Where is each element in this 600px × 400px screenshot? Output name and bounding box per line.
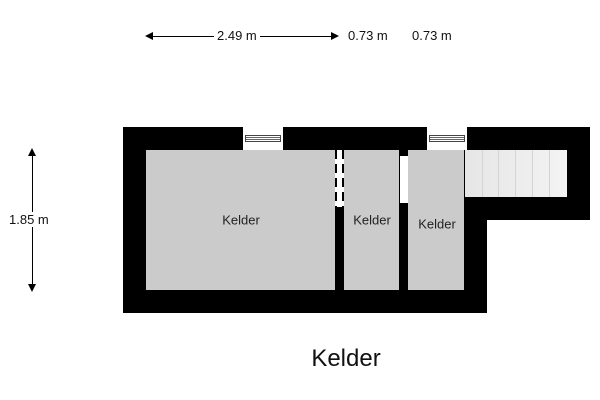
door-1 <box>335 150 344 207</box>
dimension-width-room3: 0.73 m <box>409 28 455 43</box>
room-kelder-2 <box>344 150 399 290</box>
dimension-width-room2: 0.73 m <box>345 28 391 43</box>
arrow-left-icon <box>145 32 153 40</box>
arrow-right-icon <box>331 32 339 40</box>
dimension-width-main: 2.49 m <box>214 28 260 43</box>
room-kelder-1 <box>146 150 335 290</box>
window-2 <box>427 127 467 150</box>
dimension-height: 1.85 m <box>6 212 52 227</box>
door-2 <box>400 156 408 203</box>
arrow-down-icon <box>28 284 36 292</box>
room-kelder-3 <box>408 150 464 290</box>
room-label-3: Kelder <box>418 216 456 232</box>
arrow-up-icon <box>28 148 36 156</box>
floor-title: Kelder <box>311 345 381 372</box>
window-1 <box>243 127 283 150</box>
room-label-2: Kelder <box>353 212 391 228</box>
room-label-1: Kelder <box>222 212 260 228</box>
staircase <box>465 150 567 197</box>
